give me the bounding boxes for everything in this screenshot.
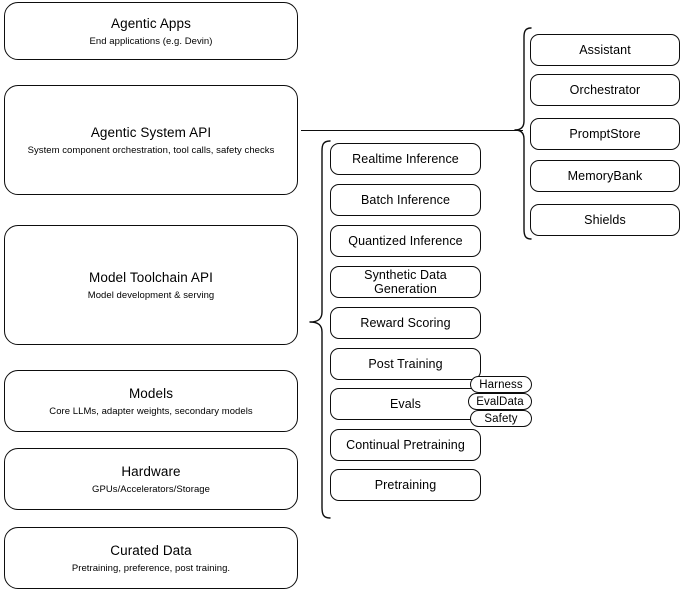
layer-subtitle: Model development & serving [87,289,215,301]
component-label: Realtime Inference [352,152,459,166]
layer-subtitle: GPUs/Accelerators/Storage [92,483,210,495]
component-shields[interactable]: Shields [530,204,680,236]
layer-title: Agentic Apps [110,15,191,31]
layer-hardware[interactable]: Hardware GPUs/Accelerators/Storage [4,448,298,510]
layer-title: Models [128,385,174,401]
component-label: Evals [389,397,422,411]
component-label: Assistant [579,43,631,57]
layer-curated-data[interactable]: Curated Data Pretraining, preference, po… [4,527,298,589]
brace-agentic-system-components [513,26,533,242]
badge-harness[interactable]: Harness [470,376,532,393]
component-reward-scoring[interactable]: Reward Scoring [330,307,481,339]
component-label: Batch Inference [360,193,451,207]
layer-subtitle: Core LLMs, adapter weights, secondary mo… [49,405,253,417]
layer-title: Agentic System API [90,124,212,140]
layer-agentic-system-api[interactable]: Agentic System API System component orch… [4,85,298,195]
component-memorybank[interactable]: MemoryBank [530,160,680,192]
layer-title: Hardware [121,463,181,479]
component-batch-inference[interactable]: Batch Inference [330,184,481,216]
component-quantized-inference[interactable]: Quantized Inference [330,225,481,257]
component-continual-pretraining[interactable]: Continual Pretraining [330,429,481,461]
component-label: Reward Scoring [360,316,451,330]
component-assistant[interactable]: Assistant [530,34,680,66]
layer-model-toolchain-api[interactable]: Model Toolchain API Model development & … [4,225,298,345]
badge-label: Safety [484,412,518,425]
badge-safety[interactable]: Safety [470,410,532,427]
component-post-training[interactable]: Post Training [330,348,481,380]
component-pretraining[interactable]: Pretraining [330,469,481,501]
component-realtime-inference[interactable]: Realtime Inference [330,143,481,175]
badge-label: EvalData [476,395,524,408]
layer-models[interactable]: Models Core LLMs, adapter weights, secon… [4,370,298,432]
component-orchestrator[interactable]: Orchestrator [530,74,680,106]
layer-title: Curated Data [110,542,192,558]
badge-label: Harness [479,378,523,391]
component-label: Quantized Inference [348,234,463,248]
layer-subtitle: System component orchestration, tool cal… [27,144,275,156]
component-label: Synthetic Data Generation [364,268,447,296]
component-synthetic-data-generation[interactable]: Synthetic Data Generation [330,266,481,298]
layer-agentic-apps[interactable]: Agentic Apps End applications (e.g. Devi… [4,2,298,60]
layer-subtitle: End applications (e.g. Devin) [89,35,213,47]
connector-line-agentic-system-api [301,130,523,131]
brace-model-toolchain-components [308,139,332,521]
component-label: MemoryBank [567,169,643,183]
component-evals[interactable]: Evals [330,388,481,420]
component-label: Pretraining [374,478,437,492]
badge-evaldata[interactable]: EvalData [468,393,532,410]
component-promptstore[interactable]: PromptStore [530,118,680,150]
component-label: Orchestrator [569,83,641,97]
component-label: Shields [584,213,626,227]
layer-title: Model Toolchain API [89,269,213,285]
component-label: Continual Pretraining [346,438,465,452]
component-label: PromptStore [569,127,641,141]
component-label: Post Training [368,357,443,371]
layer-subtitle: Pretraining, preference, post training. [71,562,231,574]
